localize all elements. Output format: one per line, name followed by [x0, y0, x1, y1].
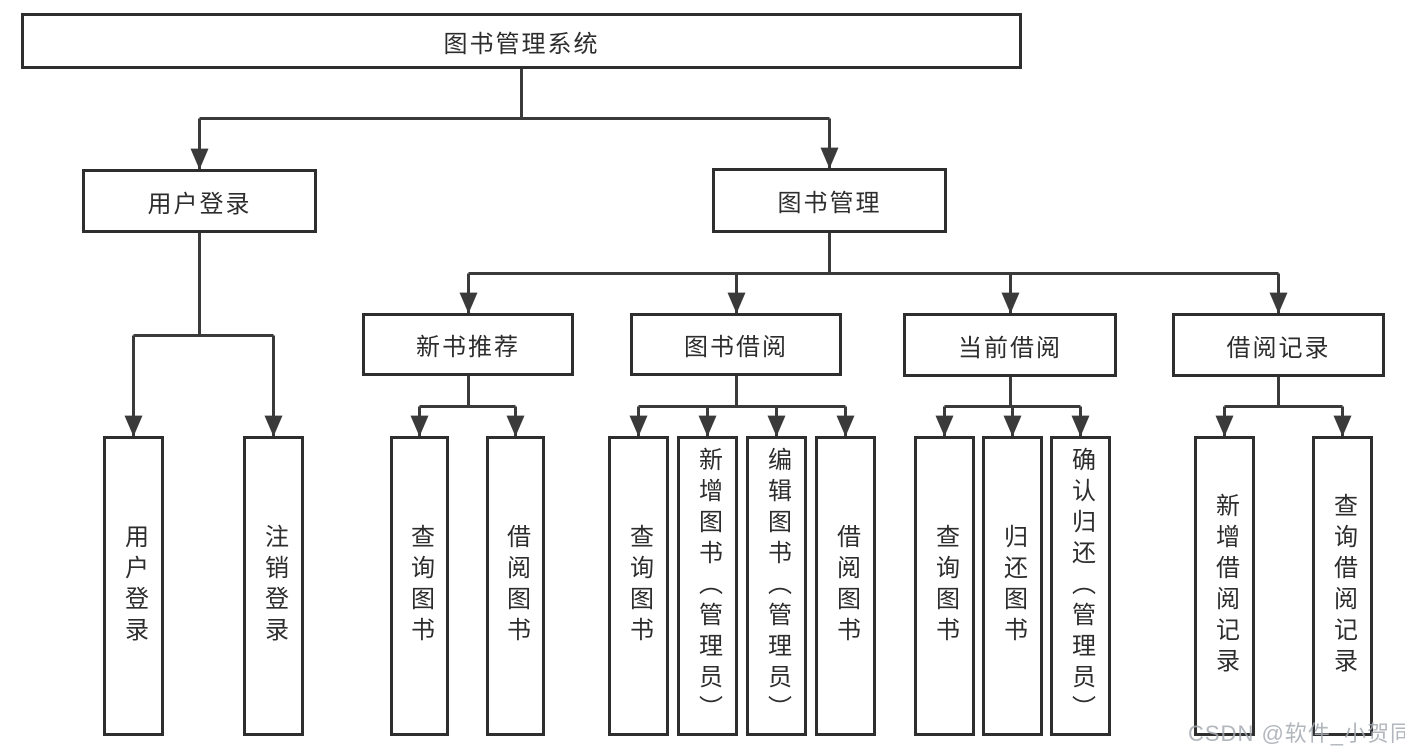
node-book-borrowing: 图书借阅 — [630, 313, 842, 376]
leaf-confirm-return-admin: 确认归还（管理员） — [1050, 436, 1111, 736]
node-book-management: 图书管理 — [712, 168, 947, 233]
leaf-edit-books-admin: 编辑图书（管理员） — [746, 436, 807, 736]
leaf-user-login: 用户登录 — [103, 436, 164, 736]
node-current-borrowing: 当前借阅 — [903, 313, 1117, 377]
leaf-query-books-current: 查询图书 — [914, 436, 975, 736]
leaf-add-books-admin: 新增图书（管理员） — [677, 436, 738, 736]
leaf-query-books-recommend: 查询图书 — [390, 436, 449, 736]
leaf-borrow-books-recommend: 借阅图书 — [486, 436, 545, 736]
node-borrowing-records: 借阅记录 — [1172, 313, 1385, 377]
leaf-return-books: 归还图书 — [982, 436, 1043, 736]
csdn-watermark: CSDN @软件_小贺同学 — [1188, 721, 1405, 746]
leaf-add-borrow-record: 新增借阅记录 — [1194, 436, 1255, 736]
leaf-query-books-borrow: 查询图书 — [608, 436, 669, 736]
leaf-borrow-books: 借阅图书 — [815, 436, 876, 736]
leaf-query-borrow-record: 查询借阅记录 — [1312, 436, 1373, 736]
node-user-login: 用户登录 — [82, 169, 317, 233]
node-new-book-recommend: 新书推荐 — [362, 313, 574, 376]
leaf-logout: 注销登录 — [243, 436, 304, 736]
node-library-management-system: 图书管理系统 — [21, 13, 1022, 69]
